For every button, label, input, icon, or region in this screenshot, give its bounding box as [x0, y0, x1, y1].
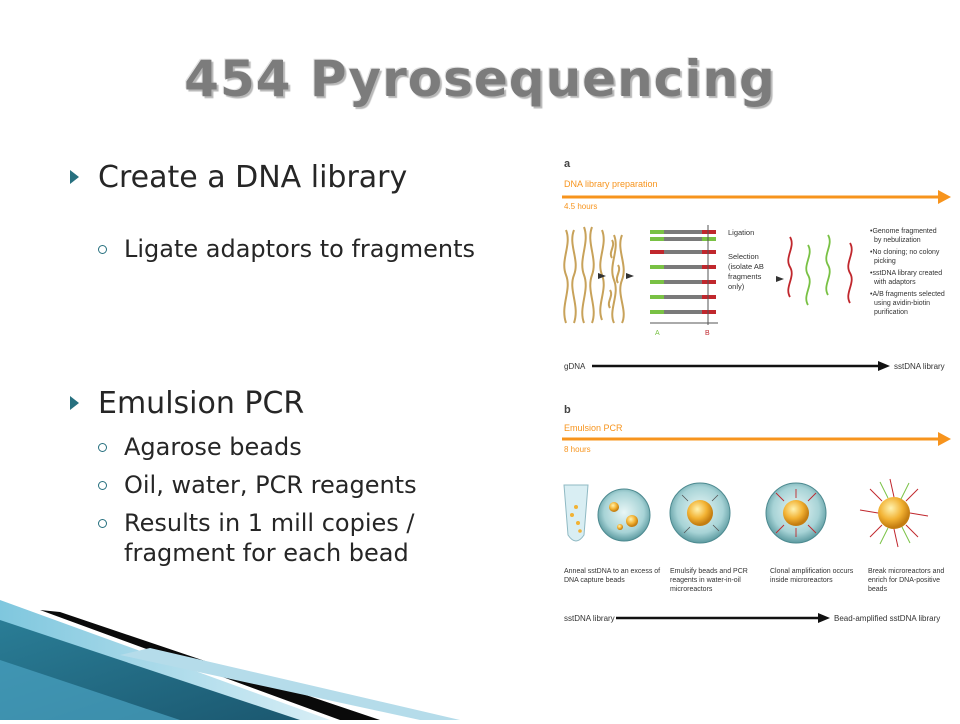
sub-bullet-ring-icon	[98, 245, 107, 254]
sub-bullet-text: Agarose beads	[124, 433, 302, 461]
panel-b-letter: b	[564, 404, 571, 416]
step-arrows	[598, 273, 634, 279]
sub-bullet-text: Results in 1 mill copies / fragment for …	[124, 509, 415, 567]
enriched-bead	[859, 478, 929, 548]
sub-bullet-ligate: Ligate adaptors to fragments	[70, 234, 530, 264]
sub-bullet-text: Ligate adaptors to fragments	[124, 235, 476, 263]
bullet-list: Create a DNA library Ligate adaptors to …	[70, 158, 530, 568]
sstdna-library-start-label: sstDNA library	[564, 614, 615, 623]
sub-bullet-text: Oil, water, PCR reagents	[124, 471, 417, 499]
caption-emulsify: Emulsify beads and PCR reagents in water…	[670, 568, 750, 593]
bullet-create-library: Create a DNA library	[70, 158, 530, 198]
sub-bullet-results: Results in 1 mill copies / fragment for …	[70, 508, 530, 568]
panel-b-flow-arrowhead	[818, 613, 830, 623]
bead-amplified-label: Bead-amplified sstDNA library	[834, 614, 940, 623]
selection-arrow	[776, 276, 784, 282]
capture-bead-droplet	[597, 488, 651, 542]
sub-bullet-agarose: Agarose beads	[70, 432, 530, 462]
panel-a-letter: a	[564, 158, 571, 170]
bullet-text: Emulsion PCR	[98, 386, 305, 421]
bullet-text: Create a DNA library	[98, 160, 408, 195]
caption-anneal: Anneal sstDNA to an excess of DNA captur…	[564, 568, 662, 584]
adaptor-label-b: B	[705, 330, 710, 337]
sub-bullet-ring-icon	[98, 443, 107, 452]
capture-tube	[563, 484, 589, 542]
bullet-emulsion-pcr: Emulsion PCR	[70, 384, 530, 424]
microreactor-emulsify	[669, 482, 731, 544]
sstdna-fragments	[787, 234, 853, 306]
sub-bullet-ring-icon	[98, 481, 107, 490]
sub-bullet-ring-icon	[98, 519, 107, 528]
sub-bullet-oil-water: Oil, water, PCR reagents	[70, 470, 530, 500]
pyrosequencing-figure: a DNA library preparation 4.5 hours	[558, 155, 954, 635]
sstdna-library-label: sstDNA library	[894, 362, 945, 371]
panel-a-time: 4.5 hours	[564, 202, 597, 211]
selection-label: Selection (isolate AB fragments only)	[728, 252, 766, 291]
ligated-fragments	[650, 225, 718, 325]
panel-a-flow-arrowhead	[878, 361, 890, 371]
ligation-label: Ligation	[728, 228, 754, 237]
panel-b-stage: Emulsion PCR	[564, 423, 623, 433]
panel-b-time: 8 hours	[564, 445, 591, 454]
slide-title: 454 Pyrosequencing	[184, 50, 776, 108]
panel-a-arrowhead	[938, 190, 951, 204]
bullet-arrow-icon	[70, 396, 79, 410]
sheared-fragments	[607, 239, 621, 309]
panel-b-arrowhead	[938, 432, 951, 446]
library-notes: •Genome fragmented by nebulization •No c…	[870, 228, 947, 316]
microreactor-amplification	[765, 482, 827, 544]
caption-enrich: Break microreactors and enrich for DNA-p…	[868, 568, 946, 593]
gdna-strands	[563, 226, 625, 324]
bullet-arrow-icon	[70, 170, 79, 184]
decorative-corner-swoosh	[0, 600, 460, 720]
gdna-label: gDNA	[564, 362, 586, 371]
adaptor-label-a: A	[655, 330, 660, 337]
panel-a-stage: DNA library preparation	[564, 179, 658, 189]
caption-amplification: Clonal amplification occurs inside micro…	[770, 568, 855, 584]
